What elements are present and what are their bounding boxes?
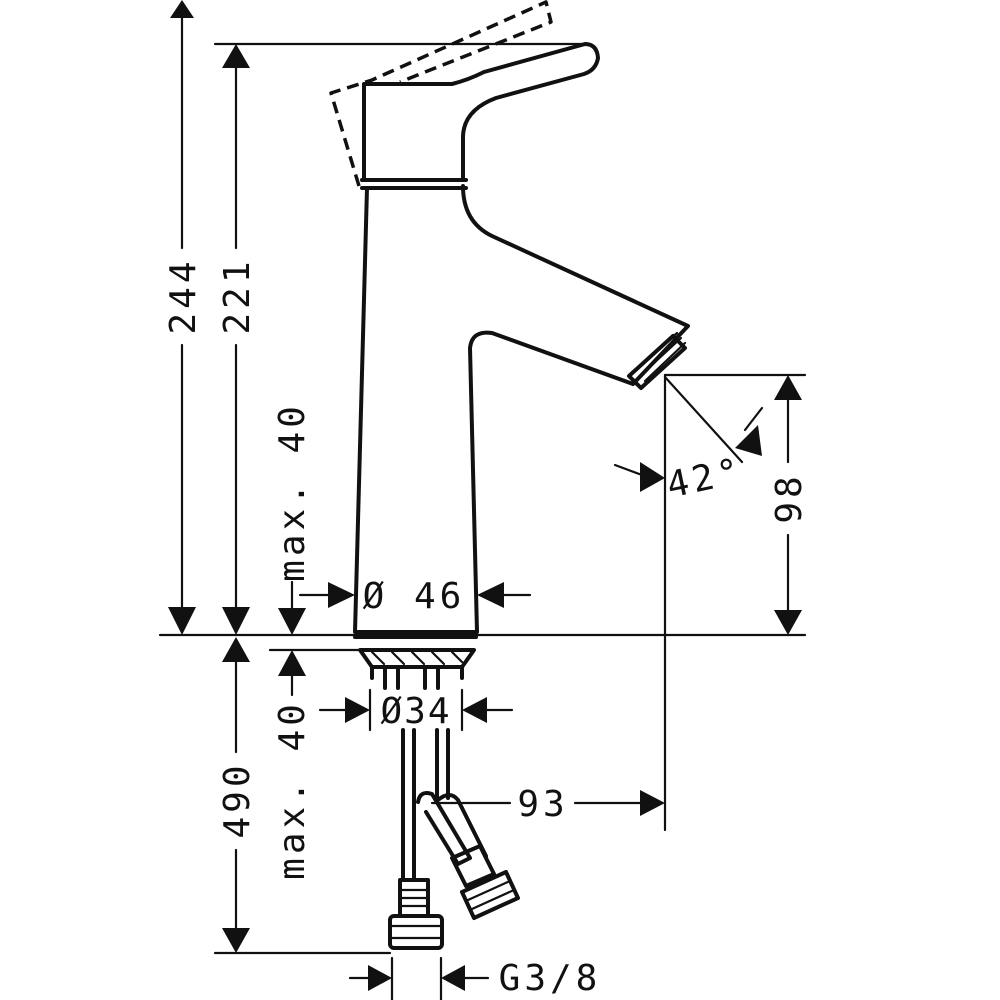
faucet-outline <box>353 42 690 634</box>
dimension-lines <box>158 16 807 1000</box>
thread-size-label: G3/8 <box>499 958 602 999</box>
spout-height-label: 221 <box>217 257 258 334</box>
body-diameter-label: Ø 46 <box>363 576 466 617</box>
supply-hoses <box>388 728 520 950</box>
hose-length-label: 490 <box>217 761 258 838</box>
spout-reach-label: 93 <box>517 784 568 825</box>
max-thickness-bottom-label: max. 40 <box>272 700 313 880</box>
shank-diameter-label: Ø34 <box>380 691 451 732</box>
dimension-arrows <box>168 0 802 991</box>
outlet-height-label: 98 <box>769 472 810 523</box>
handle-open-position <box>329 0 553 187</box>
spray-angle-label: 42° <box>663 450 747 506</box>
mounting-nut <box>353 635 478 690</box>
overall-height-label: 244 <box>163 257 204 334</box>
max-thickness-top-label: max. 40 <box>272 402 313 582</box>
